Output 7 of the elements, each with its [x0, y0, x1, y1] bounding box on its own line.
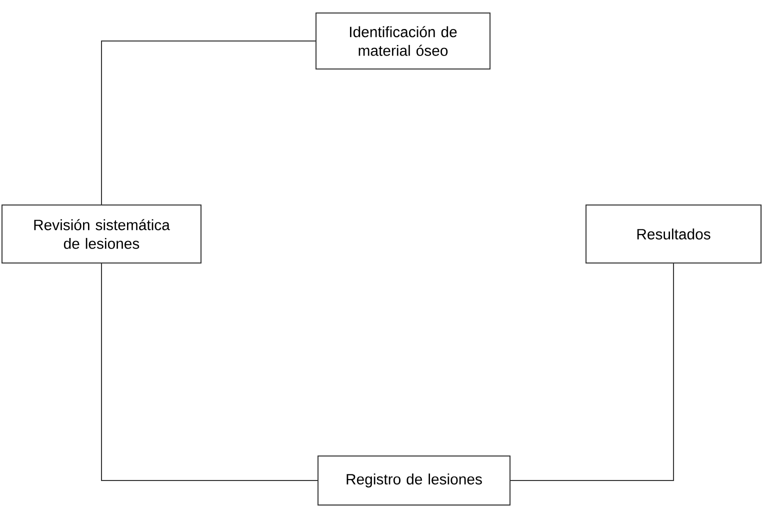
connector-line [101, 263, 318, 481]
connector-line [510, 263, 674, 481]
process-box: Identificación de material óseo [316, 12, 490, 70]
process-box: Resultados [586, 204, 762, 264]
process-box: Registro de lesiones [318, 456, 510, 506]
process-box: Revisión sistemática de lesiones [2, 204, 202, 264]
connector-line [101, 40, 316, 205]
